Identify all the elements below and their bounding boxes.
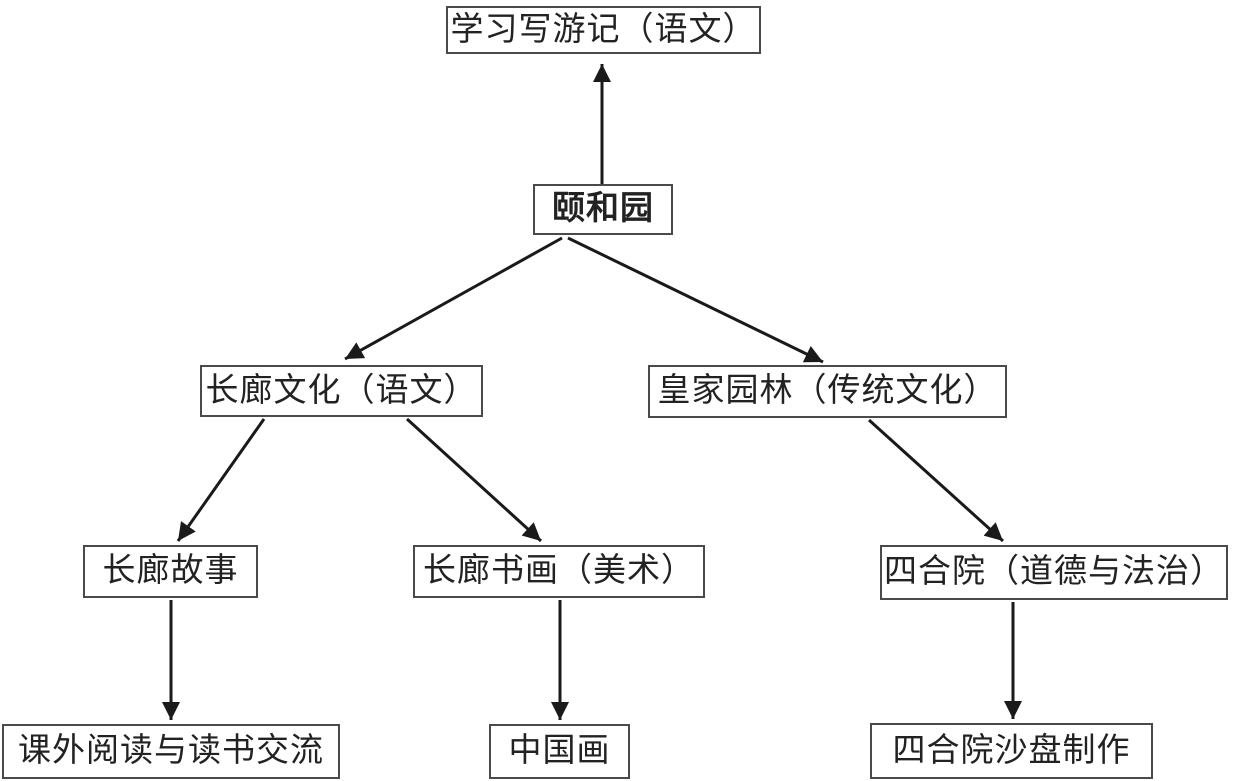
node-summer-palace: 颐和园: [533, 184, 673, 235]
edge-corridorculture-corridorart-arrow: [405, 417, 543, 543]
edge-summerpalace-corridorculture-arrow: [344, 236, 563, 361]
node-extracurricular-reading: 课外阅读与读书交流: [2, 724, 340, 779]
edge-corridorculture-corridorstories-arrow: [176, 418, 266, 542]
node-corridor-culture: 长廊文化（语文）: [200, 365, 483, 417]
edge-royalgarden-siheyuan-arrow: [867, 418, 1005, 543]
edge-summerpalace-royalgarden-arrow: [567, 236, 824, 364]
node-siheyuan: 四合院（道德与法治）: [880, 545, 1228, 600]
node-travel-writing: 学习写游记（语文）: [446, 6, 761, 54]
node-corridor-stories: 长廊故事: [83, 545, 258, 598]
node-chinese-painting: 中国画: [489, 724, 630, 779]
node-corridor-art: 长廊书画（美术）: [413, 545, 705, 598]
node-siheyuan-sandbox: 四合院沙盘制作: [870, 723, 1153, 779]
node-royal-garden: 皇家园林（传统文化）: [648, 365, 1007, 418]
